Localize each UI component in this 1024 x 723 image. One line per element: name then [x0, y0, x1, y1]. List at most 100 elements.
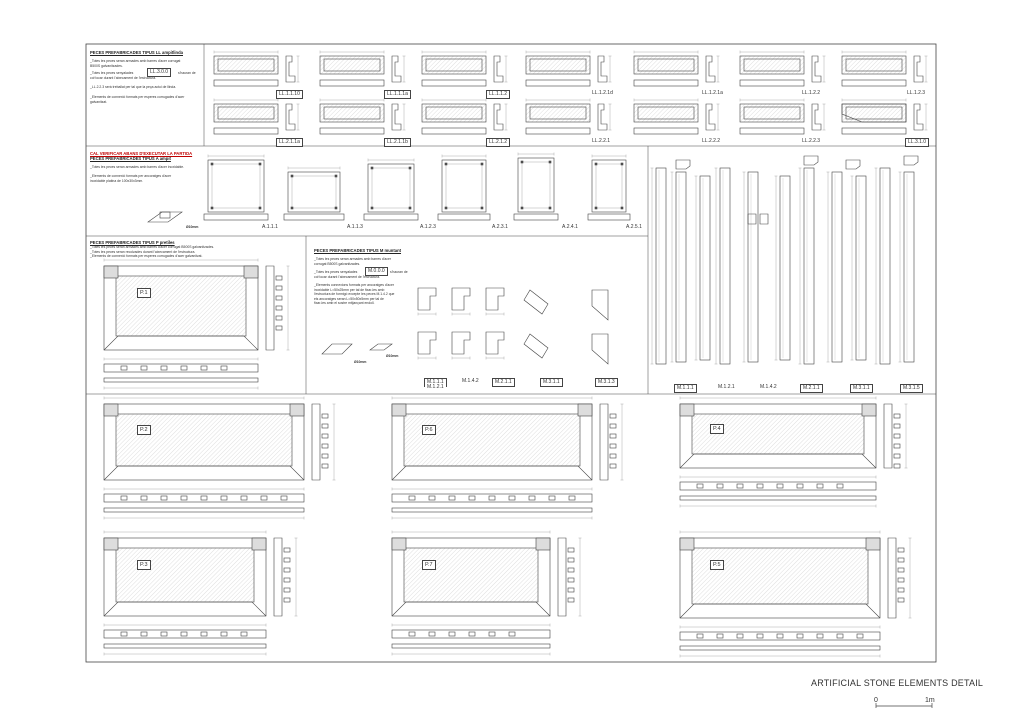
p-plan-notch	[488, 631, 496, 637]
m-cap	[845, 159, 861, 170]
m-section	[485, 287, 505, 311]
p-corner-block	[103, 403, 119, 417]
ll-plan	[633, 79, 699, 87]
p-section-detail	[321, 433, 329, 439]
ll-recess	[217, 106, 275, 120]
p-plan-notch	[468, 495, 476, 501]
a-piece-tag: A.2.5.1	[624, 224, 644, 231]
m-cap	[747, 213, 757, 225]
ll-note-line: _Elements de connexió formats per espere…	[90, 95, 185, 99]
p-plan-notch	[816, 483, 824, 489]
ll-section	[597, 55, 608, 83]
a-detail-sketch	[147, 211, 183, 223]
p-section-detail	[283, 587, 291, 593]
p-corner-block	[577, 403, 593, 417]
ll-plan	[319, 127, 385, 135]
ll-elevation	[841, 103, 907, 123]
ll-recess	[529, 106, 587, 120]
p-section	[887, 537, 897, 619]
p-plan-notch	[220, 495, 228, 501]
anchor-mark	[480, 162, 484, 166]
a-note-line: _Elements de connexió formats per ancora…	[90, 174, 172, 178]
p-plan-base	[679, 645, 881, 651]
p-section-detail	[567, 567, 575, 573]
p-elevation	[391, 403, 593, 481]
p-plan-notch	[736, 483, 744, 489]
p-section-detail	[609, 453, 617, 459]
p-infill	[115, 413, 293, 467]
anchor-mark	[548, 206, 552, 210]
anchor-mark	[520, 206, 524, 210]
p-elevation	[103, 537, 267, 617]
p-section-detail	[567, 557, 575, 563]
anchor-mark	[548, 160, 552, 164]
p-section-detail	[893, 413, 901, 419]
p-corner-block	[535, 537, 551, 551]
p-plan-notch	[120, 365, 128, 371]
p-piece-tag: P.6	[422, 425, 436, 435]
ll-plan	[525, 127, 591, 135]
m-note-line: corrugat B500S galvanitzades.	[314, 261, 361, 266]
anchor-mark	[290, 174, 294, 178]
ll-section	[913, 55, 924, 83]
anchor-mark	[258, 206, 262, 210]
p-plan-base	[391, 507, 593, 513]
m-detail-sketch	[369, 343, 393, 351]
p-section-detail	[567, 587, 575, 593]
anchor-mark	[408, 206, 412, 210]
ll-section	[913, 103, 924, 131]
p-plan-strip	[679, 631, 881, 641]
ll-piece-tag: LL.1.2.1d	[590, 90, 615, 97]
p-corner-block	[861, 403, 877, 417]
a-note-line: inoxidable platina de 100x30x3mm.	[90, 178, 144, 183]
a-piece-base	[437, 213, 491, 221]
drawing-caption: ARTIFICIAL STONE ELEMENTS DETAIL	[811, 678, 984, 688]
p-plan-notch	[716, 483, 724, 489]
anchor-mark	[594, 206, 598, 210]
p-plan-strip	[103, 363, 259, 373]
p-section-detail	[609, 433, 617, 439]
m-detail-sketch	[321, 343, 353, 355]
p-plan-base	[103, 507, 305, 513]
p-section	[557, 537, 567, 617]
ll-recess	[637, 58, 695, 72]
a-piece-tag: A.2.3.1	[490, 224, 510, 231]
p-plan-notch	[140, 631, 148, 637]
ll-recess	[845, 106, 903, 120]
p-section	[311, 403, 321, 481]
p-plan-notch	[776, 483, 784, 489]
ll-elevation	[213, 103, 279, 123]
p-corner-block	[391, 537, 407, 551]
anchor-mark	[210, 162, 214, 166]
p-infill	[691, 413, 865, 455]
p-infill	[403, 547, 539, 603]
p-section-detail	[897, 567, 905, 573]
p-plan-notch	[776, 633, 784, 639]
ll-note-line: galvanitzat.	[90, 99, 108, 104]
m-cap	[759, 213, 769, 225]
m-piece-tag: M.2.1.1	[492, 378, 515, 387]
m-diagonal	[523, 289, 549, 315]
a-piece-inner	[445, 163, 483, 209]
ll-lintel	[841, 103, 907, 123]
p-corner-block	[289, 403, 305, 417]
a-piece-base	[283, 213, 345, 221]
ll-piece-tag: LL.2.1.1b	[384, 138, 411, 147]
p-section-detail	[321, 453, 329, 459]
p-plan-base	[103, 643, 267, 649]
ll-piece-tag: LL.1.1.1a	[384, 90, 411, 99]
a-notes-title: PECES PREFABRICADES TIPUS A ampit	[90, 156, 171, 161]
p-plan-notch	[736, 633, 744, 639]
ll-marker-tag: LL.3.0.0	[147, 68, 172, 77]
p-section-detail	[893, 463, 901, 469]
p-section-detail	[275, 275, 283, 281]
a-piece-inner	[371, 167, 411, 209]
ll-recess	[217, 58, 275, 72]
a-piece-base	[587, 213, 631, 221]
p-section-detail	[609, 423, 617, 429]
p-plan-strip	[103, 493, 305, 503]
p-chamfer	[103, 335, 259, 351]
a-piece-base	[203, 213, 269, 221]
